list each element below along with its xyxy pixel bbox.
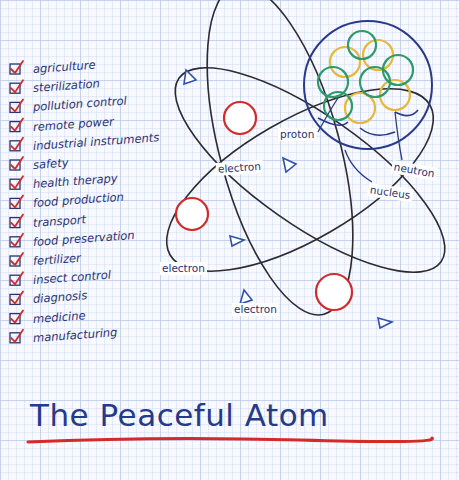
part-label: proton bbox=[278, 128, 316, 141]
orbit bbox=[140, 53, 459, 307]
leader-lines bbox=[318, 98, 402, 182]
orbit-arrowheads bbox=[184, 70, 392, 328]
orbit bbox=[147, 33, 459, 307]
part-label: electron bbox=[232, 303, 279, 316]
checkboxes bbox=[10, 61, 23, 343]
checklist-item: safety bbox=[33, 156, 69, 172]
part-label: electron bbox=[160, 262, 207, 275]
title-underline bbox=[28, 438, 432, 442]
nucleus bbox=[304, 21, 432, 149]
orbit bbox=[178, 0, 382, 330]
title: The Peaceful Atom bbox=[30, 396, 329, 434]
electrons bbox=[176, 102, 352, 310]
